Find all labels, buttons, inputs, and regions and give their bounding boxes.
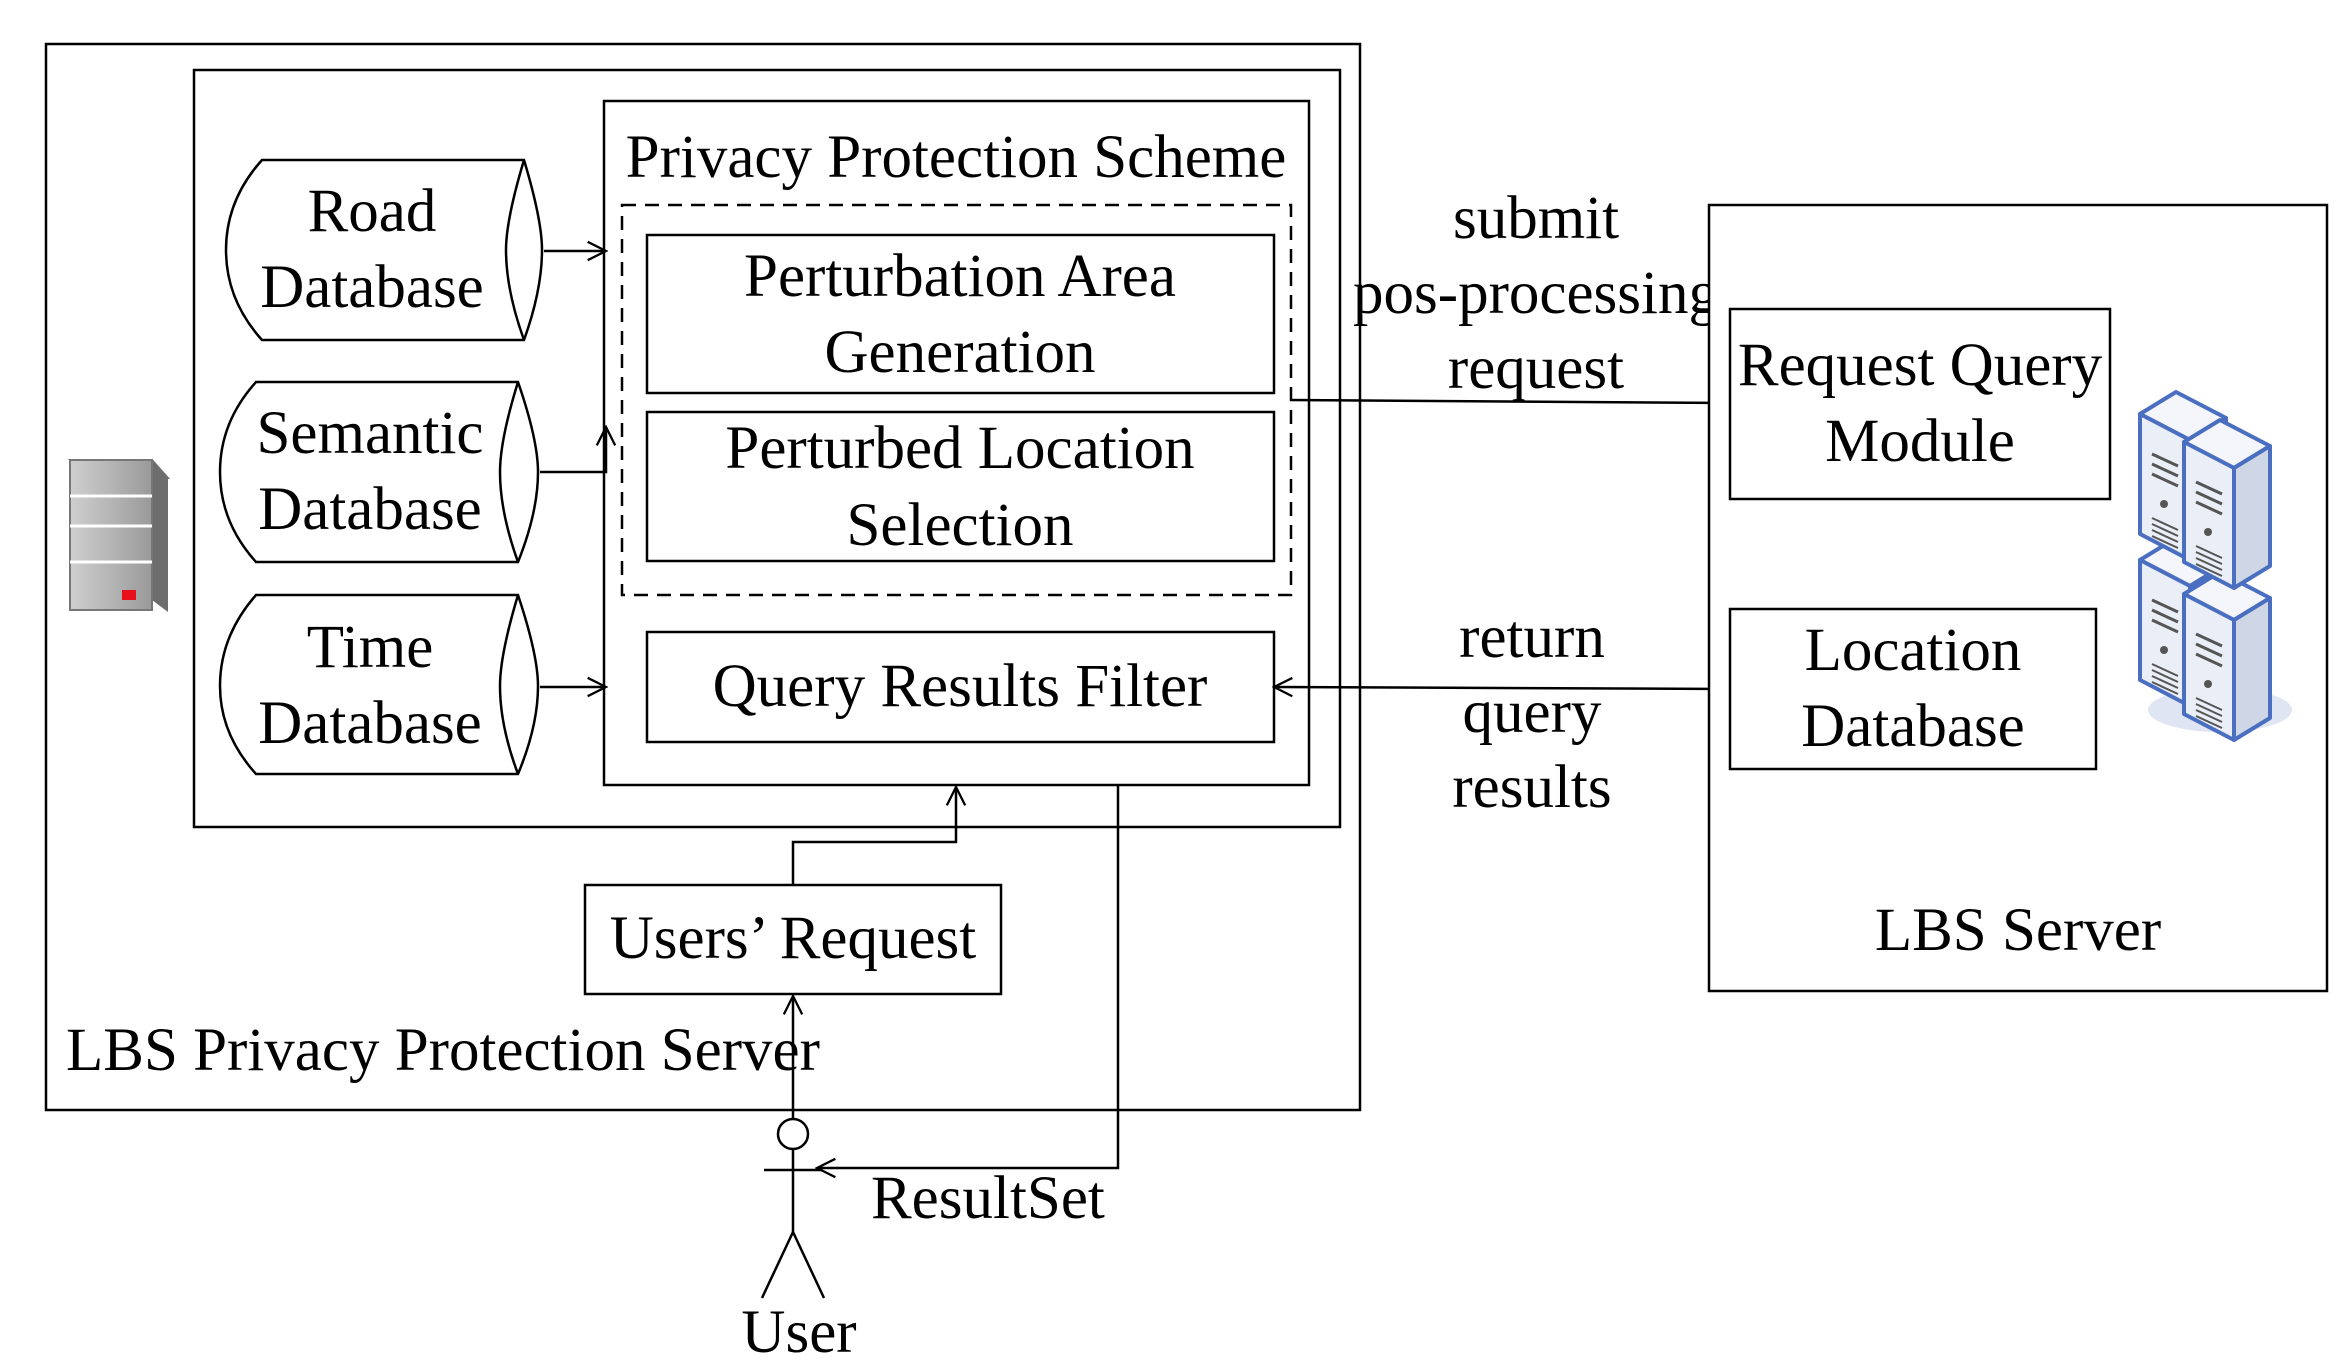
request-query-module-box: Request Query Module	[1728, 307, 2112, 501]
perturbation-area-box: Perturbation Area Generation	[645, 233, 1276, 395]
user-actor-label: User	[741, 1299, 856, 1366]
server-unit-front-top	[2182, 418, 2272, 590]
resultset-label: ResultSet	[871, 1165, 1105, 1232]
submit-label-line1: submit	[1453, 185, 1619, 252]
privacy-server-label: LBS Privacy Protection Server	[66, 1017, 820, 1084]
users-request-label: Users’ Request	[610, 905, 977, 972]
road-database-line1: Road	[308, 178, 437, 245]
users-request-box: Users’ Request	[583, 883, 1003, 996]
lbs-server-label: LBS Server	[1875, 897, 2161, 964]
query-results-filter-label: Query Results Filter	[713, 653, 1208, 720]
return-label-line2: query	[1463, 679, 1602, 746]
perturbed-location-line1: Perturbed Location	[725, 415, 1194, 482]
perturbation-area-line2: Generation	[825, 319, 1096, 386]
submit-label-line2: pos-processing	[1353, 260, 1719, 327]
road-database-line2: Database	[260, 254, 484, 321]
time-database-line1: Time	[307, 614, 434, 681]
server-cluster-icon	[2138, 390, 2292, 742]
road-database: Road Database	[224, 158, 544, 342]
submit-label-line3: request	[1448, 335, 1624, 402]
return-label-line3: results	[1452, 754, 1611, 821]
resultset-arrow	[817, 785, 1120, 1168]
location-database-box: Location Database	[1728, 607, 2098, 771]
tower-server-icon	[67, 459, 171, 612]
request-query-line1: Request Query	[1738, 332, 2103, 399]
time-database: Time Database	[218, 593, 540, 776]
return-results-arrow	[1274, 687, 1731, 689]
privacy-scheme-title: Privacy Protection Scheme	[626, 124, 1287, 191]
submit-request-arrow	[1289, 400, 1730, 403]
semantic-to-scheme-arrow	[540, 427, 606, 474]
server-unit-front-bottom	[2182, 570, 2272, 742]
user-actor-icon	[760, 1117, 826, 1299]
return-label-line1: return	[1459, 604, 1605, 671]
query-results-filter-box: Query Results Filter	[645, 630, 1276, 744]
request-query-line2: Module	[1825, 408, 2015, 475]
request-to-scheme-arrow	[791, 787, 956, 885]
perturbed-location-line2: Selection	[847, 492, 1074, 559]
semantic-database-line2: Database	[258, 476, 482, 543]
semantic-database-line1: Semantic	[257, 400, 484, 467]
semantic-database: Semantic Database	[218, 380, 540, 564]
time-database-line2: Database	[258, 690, 482, 757]
location-database-line2: Database	[1801, 693, 2025, 760]
perturbed-location-box: Perturbed Location Selection	[645, 410, 1276, 563]
location-database-line1: Location	[1805, 617, 2022, 684]
perturbation-area-line1: Perturbation Area	[744, 243, 1176, 310]
